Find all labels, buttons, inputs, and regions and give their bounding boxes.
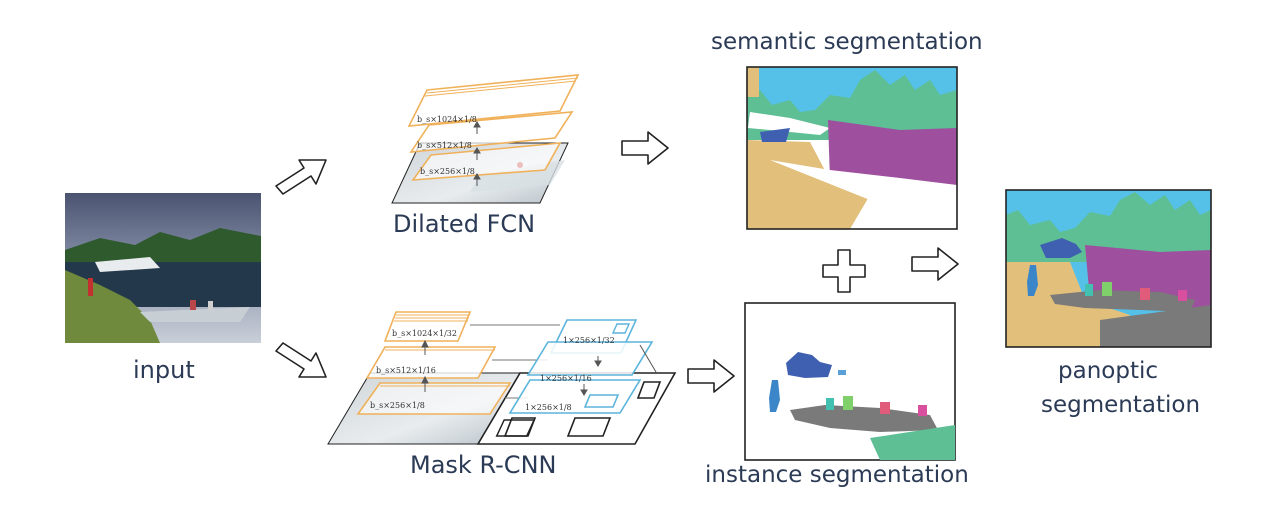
mask-layer-3 (356, 382, 512, 415)
input-photo (65, 193, 261, 343)
plus-sign (822, 249, 866, 293)
mask-label-1: b_s×1024×1/32 (392, 329, 457, 338)
fpn-label-1: 1×256×1/32 (563, 336, 615, 345)
semantic-segmentation-image (746, 66, 958, 230)
mask-rcnn-stack: b_s×1024×1/32 b_s×512×1/16 b_s×256×1/8 1… (327, 311, 677, 445)
instance-segmentation-label: instance segmentation (705, 462, 969, 488)
fcn-layer-2 (409, 111, 574, 153)
fcn-label-2: b_s×512×1/8 (417, 141, 472, 150)
arrow-to-panoptic (911, 247, 959, 281)
arrow-maskrcnn-to-instance (687, 359, 735, 393)
fpn-layer-2 (526, 341, 654, 376)
mask-layer-1 (383, 311, 472, 342)
fpn-label-3: 1×256×1/8 (525, 403, 572, 412)
panoptic-label-line1: panoptic (1058, 358, 1158, 384)
panoptic-label-line2: segmentation (1041, 392, 1201, 418)
input-label: input (133, 356, 195, 384)
fcn-layer-3 (411, 142, 562, 181)
fpn-label-2: 1×256×1/16 (540, 374, 592, 383)
mask-layer-2 (365, 346, 497, 379)
panoptic-segmentation-image (1005, 189, 1212, 348)
fcn-label-1: b_s×1024×1/8 (417, 115, 477, 124)
dilated-fcn-stack: b_s×1024×1/8 b_s×512×1/8 b_s×256×1/8 (391, 74, 580, 204)
dilated-fcn-label: Dilated FCN (393, 210, 536, 238)
fcn-label-3: b_s×256×1/8 (420, 167, 475, 176)
mask-label-3: b_s×256×1/8 (370, 401, 425, 410)
mask-label-2: b_s×512×1/16 (376, 366, 436, 375)
arrow-input-to-maskrcnn (275, 342, 327, 378)
mask-rcnn-label: Mask R-CNN (410, 451, 557, 479)
fpn-layer-3 (508, 379, 642, 414)
arrow-input-to-fcn (275, 159, 327, 195)
fcn-layer-1 (407, 74, 580, 127)
arrow-fcn-to-semantic (621, 131, 669, 165)
semantic-segmentation-label: semantic segmentation (711, 29, 983, 55)
instance-segmentation-image (744, 302, 956, 461)
